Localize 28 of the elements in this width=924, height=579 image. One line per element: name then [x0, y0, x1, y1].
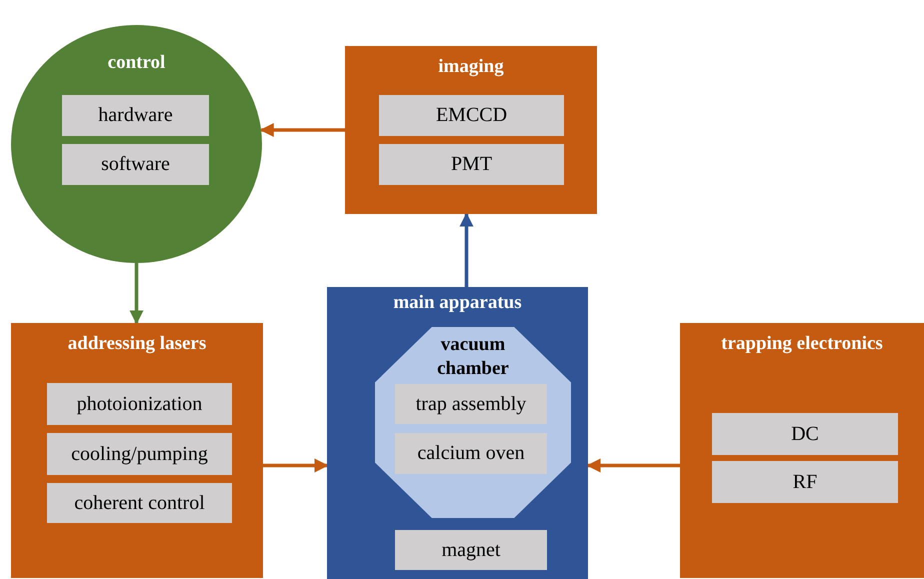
arrow	[263, 458, 328, 472]
component-box: calcium oven	[395, 433, 547, 474]
group-heading: main apparatus	[392, 292, 523, 314]
component-box: coherent control	[47, 483, 232, 523]
group-heading: addressing lasers	[66, 333, 208, 355]
component-box: cooling/pumping	[47, 433, 232, 475]
group-heading: trapping electronics	[720, 333, 884, 355]
component-box: software	[62, 144, 209, 185]
group-panel	[345, 46, 597, 214]
arrow	[586, 458, 680, 472]
group-panel	[11, 323, 263, 578]
group-heading: vacuum chamber	[436, 333, 510, 381]
component-box: DC	[712, 413, 898, 455]
component-box: EMCCD	[379, 95, 564, 136]
group-heading: control	[106, 52, 166, 74]
arrow	[260, 123, 345, 137]
arrow	[130, 263, 144, 324]
component-box: hardware	[62, 95, 209, 136]
component-box: trap assembly	[395, 384, 547, 424]
component-box: PMT	[379, 144, 564, 185]
group-panel	[327, 287, 588, 579]
component-box: photoionization	[47, 383, 232, 425]
group-heading: imaging	[437, 56, 505, 78]
group-panel	[680, 323, 924, 578]
arrow	[460, 212, 474, 287]
component-box: magnet	[395, 530, 547, 570]
chamber-octagon	[375, 327, 571, 518]
component-box: RF	[712, 461, 898, 503]
